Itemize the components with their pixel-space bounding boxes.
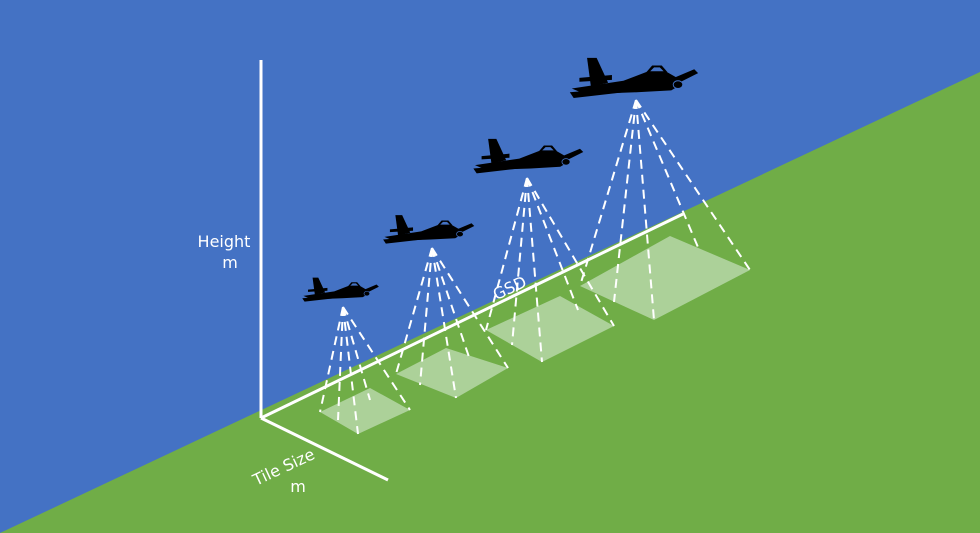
height-axis-title: Height xyxy=(198,232,251,251)
tile-footprint-3 xyxy=(486,296,614,362)
view-cone-4 xyxy=(579,99,751,321)
axes xyxy=(259,60,684,482)
tile-footprint-4 xyxy=(580,236,750,320)
ground-plane xyxy=(0,72,980,533)
tile-footprint-1 xyxy=(320,388,410,434)
gsd-axis xyxy=(260,212,684,420)
airplane-icon xyxy=(382,214,475,244)
tile-size-axis xyxy=(260,416,389,482)
airplane-icon xyxy=(569,57,699,99)
tile-size-axis-unit: m xyxy=(290,477,306,496)
view-cone-2 xyxy=(395,247,509,399)
view-cone-3 xyxy=(485,177,615,363)
height-axis-unit: m xyxy=(222,253,238,272)
airplane-icon xyxy=(301,277,380,302)
airplane-icon xyxy=(472,138,584,174)
view-cone-1 xyxy=(319,306,411,435)
